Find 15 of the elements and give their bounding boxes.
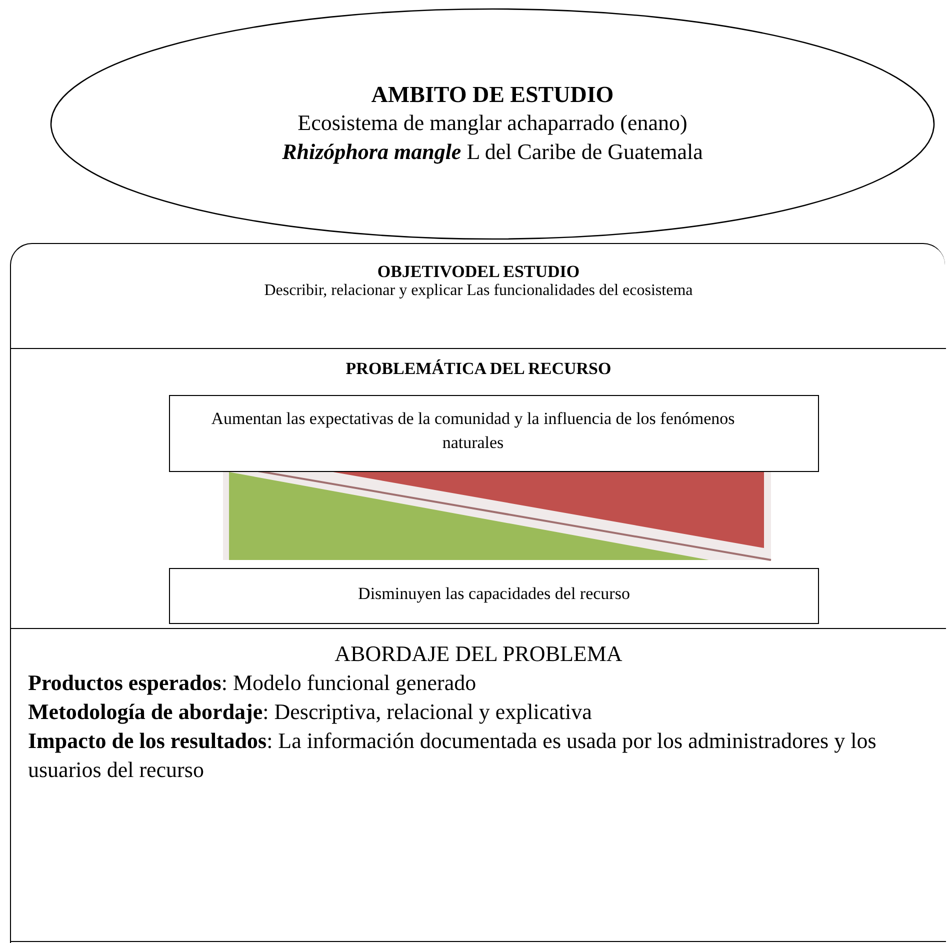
- ellipse-node: [50, 8, 935, 240]
- body-text: Ecosistema de manglar achaparrado (enano) Rhizóphora mangle L del Caribe de Guatemala: [281, 109, 704, 166]
- body-text: Describir, relacionar y explicar Las funcionalidades del ecosistema: [263, 282, 694, 300]
- body-text: Metodología de abordaje: Descriptiva, relacional y explicativa: [27, 698, 593, 726]
- body-text: Disminuyen las capacidades del recurso: [357, 583, 631, 604]
- heading: ABORDAJE DEL PROBLEMA: [334, 640, 624, 668]
- body-text: Aumentan las expectativas de la comunidad y la influencia de los fenómenos naturales: [210, 408, 736, 454]
- text-box: [169, 568, 819, 624]
- heading: PROBLEMÁTICA DEL RECURSO: [344, 359, 612, 379]
- body-text: Impacto de los resultados: La información documentada es usada por los administradores y los usuarios del recurso: [27, 727, 878, 784]
- rounded-frame: [10, 243, 945, 943]
- heading: OBJETIVODEL ESTUDIO: [376, 262, 581, 282]
- heading: AMBITO DE ESTUDIO: [371, 82, 614, 108]
- text-box: [169, 395, 819, 472]
- body-text: Productos esperados: Modelo funcional generado: [27, 669, 478, 697]
